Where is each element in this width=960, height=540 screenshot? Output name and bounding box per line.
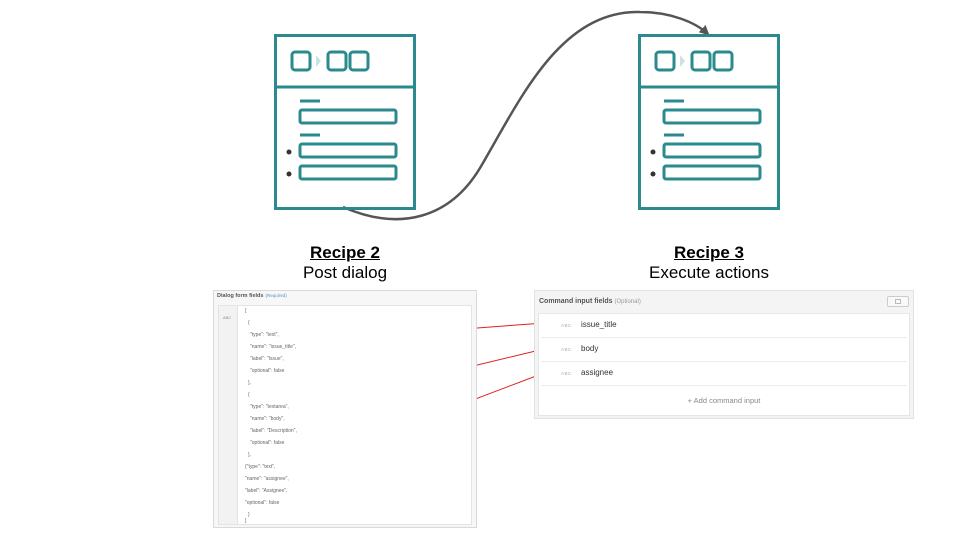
code-line: }, (248, 380, 252, 386)
code-line: ] (245, 518, 247, 524)
command-input-row[interactable]: ABC issue_title (541, 314, 907, 338)
command-panel-title: Command input fields (539, 298, 613, 305)
expand-button[interactable] (887, 296, 909, 307)
recipe-2-subtitle: Post dialog (302, 263, 388, 282)
expand-icon (895, 299, 901, 304)
code-line: "optional": false (245, 500, 280, 506)
code-line: "name": "issue_title", (250, 344, 297, 350)
command-input-name: body (581, 344, 599, 353)
optional-tag: (Optional) (614, 299, 641, 305)
code-line: "name": "body", (250, 416, 285, 422)
command-input-row[interactable]: ABC assignee (541, 362, 907, 386)
text-type-icon: ABC (561, 323, 572, 328)
code-line: {"type": "text", (245, 464, 276, 470)
code-line: "name": "assignee", (245, 476, 289, 482)
code-line: "label": "Description", (250, 428, 297, 434)
dialog-panel-header: Dialog form fields(Required) (217, 293, 287, 299)
editor-gutter: ABC (219, 306, 238, 524)
command-input-name: issue_title (581, 320, 617, 329)
code-line: { (248, 320, 250, 326)
recipe-3-title: Recipe 3 (674, 243, 744, 262)
add-command-input-button[interactable]: + Add command input (687, 396, 761, 405)
text-type-icon: ABC (561, 347, 572, 352)
command-input-name: assignee (581, 368, 614, 377)
command-input-fields-panel: Command input fields(Optional) ABC issue… (534, 290, 914, 419)
code-line: "label": "Assignee", (245, 488, 288, 494)
command-input-row[interactable]: ABC body (541, 338, 907, 362)
gutter-type-label: ABC (223, 315, 232, 320)
code-line: "label": "Issue", (250, 356, 284, 362)
required-tag: (Required) (265, 293, 287, 298)
code-line: "optional": false (250, 368, 285, 374)
dialog-panel-title: Dialog form fields (217, 293, 264, 299)
recipe-2-title: Recipe 2 (310, 243, 380, 262)
dialog-form-fields-panel: Dialog form fields(Required) ABC [ { "ty… (213, 290, 477, 528)
document-icon (638, 34, 780, 210)
code-line: "type": "textarea", (250, 404, 289, 410)
code-line: { (248, 392, 250, 398)
document-icon (274, 34, 416, 210)
code-line: }, (248, 452, 252, 458)
command-panel-header: Command input fields(Optional) (539, 298, 641, 305)
code-line: } (248, 512, 250, 518)
code-line: [ (245, 308, 247, 314)
command-input-list: ABC issue_title ABC body ABC assignee + … (538, 313, 910, 416)
code-line: "type": "text", (250, 332, 279, 338)
recipe-3-subtitle: Execute actions (648, 263, 769, 282)
dialog-code-editor[interactable]: ABC [ { "type": "text", "name": "issue_t… (218, 305, 472, 525)
text-type-icon: ABC (561, 371, 572, 376)
code-line: "optional": false (250, 440, 285, 446)
